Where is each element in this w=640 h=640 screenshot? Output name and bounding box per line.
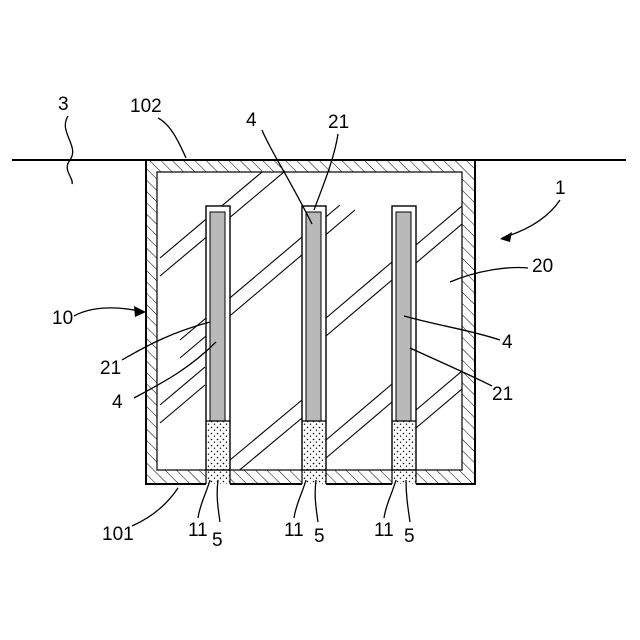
label-ref-4-top: 4 (246, 110, 257, 131)
label-ref-102: 102 (130, 96, 162, 117)
label-ref-11-b: 11 (284, 520, 304, 541)
label-ref-20: 20 (532, 256, 553, 277)
label-ref-3: 3 (58, 94, 69, 115)
label-ref-5-c: 5 (404, 526, 415, 547)
rod-assembly-right (392, 206, 416, 470)
label-ref-21-right: 21 (492, 384, 513, 405)
label-ref-4-right: 4 (502, 332, 513, 353)
label-ref-101: 101 (102, 524, 134, 545)
label-ref-4-left: 4 (112, 392, 123, 413)
label-ref-5-a: 5 (212, 530, 223, 551)
rod-assembly-middle (302, 206, 326, 470)
rod-assembly-left (206, 206, 230, 470)
label-ref-21-top: 21 (328, 112, 349, 133)
label-ref-10: 10 (52, 308, 73, 329)
label-ref-1: 1 (555, 178, 566, 199)
label-ref-11-a: 11 (188, 520, 208, 541)
label-ref-11-c: 11 (374, 520, 394, 541)
label-ref-5-b: 5 (314, 526, 325, 547)
label-ref-21-left: 21 (100, 358, 121, 379)
